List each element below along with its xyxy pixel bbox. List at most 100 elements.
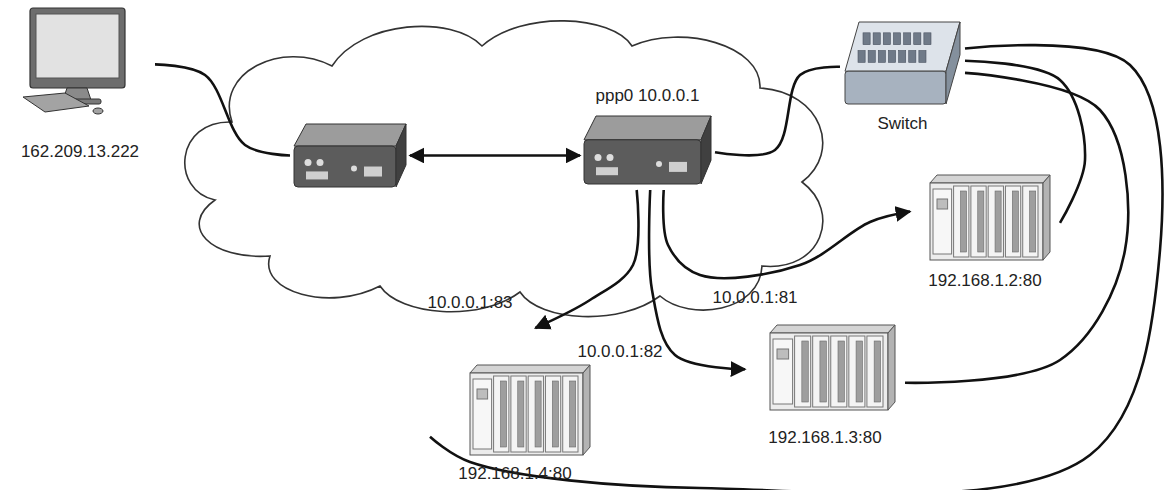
plc-side bbox=[583, 365, 590, 455]
plc-terminal-strip bbox=[535, 381, 541, 447]
cloud-outline bbox=[185, 21, 823, 317]
router-port bbox=[669, 162, 687, 172]
node-label: 192.168.1.4:80 bbox=[458, 465, 571, 484]
monitor-screen bbox=[36, 14, 119, 78]
plc-terminal-strip bbox=[874, 341, 880, 402]
port-forward-label: 10.0.0.1:82 bbox=[577, 342, 662, 362]
network-link bbox=[905, 73, 1128, 383]
switch-port bbox=[893, 33, 900, 45]
plc-power-module bbox=[473, 379, 492, 449]
label-area: ppp0 10.0.0.1 bbox=[580, 82, 715, 110]
switch-port bbox=[888, 51, 895, 63]
network-link bbox=[410, 154, 580, 157]
plc-terminal-strip bbox=[856, 341, 862, 402]
switch-port bbox=[863, 33, 870, 45]
node-label: 162.209.13.222 bbox=[21, 143, 139, 162]
plc-terminal-strip bbox=[570, 381, 576, 447]
plc-side bbox=[888, 325, 895, 410]
plc-module bbox=[545, 376, 560, 452]
switch-port bbox=[919, 51, 926, 63]
network-link bbox=[155, 64, 290, 155]
network-link bbox=[430, 45, 1162, 490]
router-led bbox=[305, 159, 312, 166]
switch-icon bbox=[840, 18, 965, 108]
port-forward-label: 10.0.0.1:81 bbox=[712, 288, 797, 308]
label-area: 162.209.13.222 bbox=[5, 135, 155, 170]
plc-node: 192.168.1.3:80 bbox=[745, 318, 905, 453]
plc-module bbox=[867, 336, 883, 407]
switch-port bbox=[899, 51, 906, 63]
plc-module bbox=[813, 336, 829, 407]
network-link bbox=[663, 190, 910, 278]
switch-port bbox=[858, 51, 865, 63]
plc-module bbox=[494, 376, 509, 452]
network-link bbox=[715, 67, 840, 156]
plc-module bbox=[563, 376, 578, 452]
plc-terminal-strip bbox=[500, 381, 506, 447]
plc-module bbox=[511, 376, 526, 452]
switch-top bbox=[845, 22, 960, 71]
plc-icon bbox=[745, 318, 905, 423]
plc-node: 192.168.1.2:80 bbox=[910, 170, 1060, 296]
plc-power-module bbox=[773, 339, 793, 404]
plc-module bbox=[988, 186, 1003, 257]
plc-power-module bbox=[933, 189, 952, 254]
keyboard bbox=[23, 93, 89, 112]
router-led bbox=[656, 161, 662, 167]
switch-port bbox=[878, 51, 885, 63]
router-icon bbox=[580, 110, 715, 190]
node-label: Switch bbox=[877, 115, 927, 134]
switch-port bbox=[914, 33, 921, 45]
plc-module bbox=[1023, 186, 1038, 257]
label-area: 192.168.1.2:80 bbox=[910, 266, 1060, 296]
router-top bbox=[584, 116, 711, 140]
router-node: ppp0 10.0.0.1 bbox=[580, 82, 715, 190]
plc-front bbox=[470, 373, 583, 455]
plc-terminal-strip bbox=[518, 381, 524, 447]
plc-node: 192.168.1.4:80 bbox=[430, 328, 600, 488]
switch-port bbox=[909, 51, 916, 63]
monitor-bezel bbox=[30, 8, 125, 88]
mouse bbox=[93, 108, 103, 114]
plc-top bbox=[470, 365, 590, 373]
plc-module bbox=[954, 186, 969, 257]
switch-port bbox=[883, 33, 890, 45]
router-side bbox=[396, 124, 406, 187]
switch-port bbox=[868, 51, 875, 63]
plc-module bbox=[971, 186, 986, 257]
port-forward-label: 10.0.0.1:83 bbox=[427, 293, 512, 313]
node-label: 192.168.1.3:80 bbox=[768, 429, 881, 448]
router-led bbox=[317, 159, 324, 166]
plc-front bbox=[930, 183, 1043, 260]
switch-port bbox=[924, 33, 931, 45]
label-area: 192.168.1.4:80 bbox=[430, 460, 600, 488]
router-side bbox=[701, 116, 711, 184]
router-node bbox=[290, 118, 410, 193]
plc-module bbox=[795, 336, 811, 407]
plc-top bbox=[930, 175, 1050, 183]
network-link bbox=[649, 190, 745, 369]
router-led bbox=[595, 154, 602, 161]
plc-terminal-strip bbox=[995, 191, 1001, 252]
label-area: Switch bbox=[840, 108, 965, 140]
router-top bbox=[294, 124, 406, 146]
plc-module bbox=[1005, 186, 1020, 257]
plc-module bbox=[831, 336, 847, 407]
router-led bbox=[351, 166, 357, 172]
plc-terminal-strip bbox=[838, 341, 844, 402]
plc-side bbox=[1043, 175, 1050, 260]
plc-indicator bbox=[777, 349, 789, 359]
plc-indicator bbox=[477, 389, 488, 399]
switch-side bbox=[946, 22, 960, 104]
plc-icon bbox=[910, 170, 1060, 266]
plc-terminal-strip bbox=[552, 381, 558, 447]
router-port bbox=[596, 167, 618, 175]
router-led bbox=[607, 154, 614, 161]
router-port bbox=[306, 171, 328, 179]
plc-top bbox=[770, 325, 895, 333]
switch-port bbox=[904, 33, 911, 45]
router-front bbox=[584, 140, 701, 184]
plc-terminal-strip bbox=[802, 341, 808, 402]
